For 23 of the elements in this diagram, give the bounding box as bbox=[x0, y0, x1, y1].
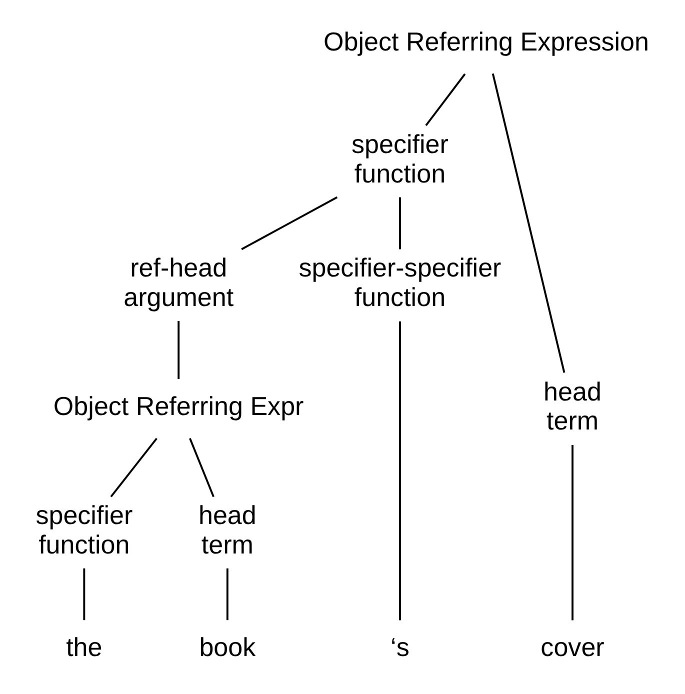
node-text: specifier function bbox=[35, 500, 132, 560]
node-text: book bbox=[198, 632, 256, 662]
node-text: head term bbox=[198, 500, 256, 560]
node-text: head term bbox=[543, 376, 601, 436]
connector bbox=[188, 438, 214, 498]
connector bbox=[491, 73, 565, 373]
connector bbox=[424, 73, 466, 126]
node-text: cover bbox=[540, 632, 604, 662]
connector bbox=[82, 568, 85, 620]
node-text: Object Referring Expression bbox=[322, 26, 649, 56]
node-text: specifier function bbox=[351, 128, 448, 188]
node-text: ref-head argument bbox=[123, 252, 234, 312]
node-text: specifier-specifier function bbox=[298, 252, 501, 312]
connector bbox=[110, 438, 157, 498]
node-text: the bbox=[66, 632, 102, 662]
connector bbox=[571, 445, 573, 620]
connector bbox=[177, 320, 180, 380]
node-text: ‘s bbox=[390, 632, 409, 662]
connector bbox=[398, 321, 400, 620]
connector bbox=[398, 197, 400, 250]
connector bbox=[240, 196, 338, 250]
node-text: Object Referring Expr bbox=[52, 391, 304, 422]
connector bbox=[226, 568, 228, 620]
